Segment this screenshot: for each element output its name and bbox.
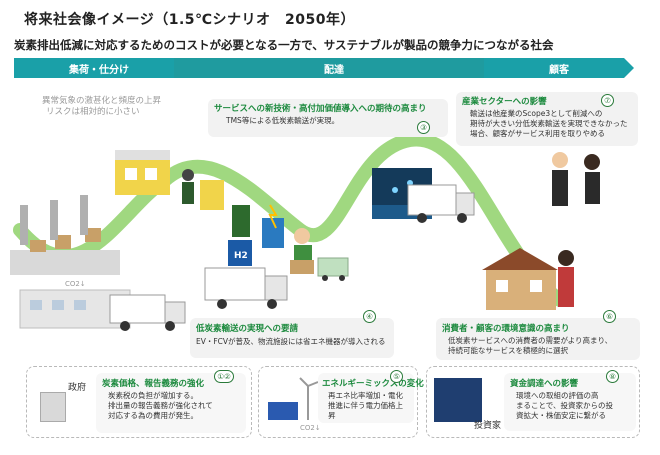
item-12-number: ①② [214, 370, 234, 383]
hydrogen-station-icon [228, 205, 252, 266]
warehouse-icon [115, 150, 170, 195]
government-building-icon [40, 392, 66, 422]
phase-bar: 集荷・仕分け 配達 顧客 [14, 58, 634, 78]
item-4-number: ④ [363, 310, 376, 323]
ev-truck-icon [204, 267, 288, 309]
charging-station-icon [262, 204, 284, 248]
small-van-icon [317, 257, 349, 281]
business-people-icon [552, 152, 600, 206]
item-6-box: 消費者・顧客の環境意識の高まり 低炭素サービスへの消費者の需要がより高まり、 持… [436, 310, 640, 360]
h2-label: H2 [234, 251, 248, 261]
renewable-energy-icon [268, 377, 319, 420]
phase-collection: 集荷・仕分け [14, 58, 184, 78]
item-3-box: サービスへの新技術・高付加価値導入への期待の高まり TMS等による低炭素輸送が実… [208, 99, 448, 137]
delivery-truck-icon [109, 294, 186, 331]
customer-person-icon [558, 250, 574, 307]
government-label: 政府 [68, 383, 87, 393]
item-8-frame [426, 366, 640, 438]
risk-note: 異常気象の激甚化と頻度の上昇 リスクは相対的に小さい [42, 96, 162, 118]
delivery-person-icon [290, 228, 314, 274]
flow-curve [13, 132, 567, 307]
worker-with-cart-icon [182, 169, 224, 210]
item-3-number: ③ [417, 121, 430, 134]
delivery-truck-icon-2 [407, 184, 475, 223]
house-icon [482, 248, 558, 310]
investor-building-icon [434, 378, 482, 422]
item-8-number: ⑧ [606, 370, 619, 383]
item-12-box: 炭素価格、報告義務の強化 炭素税の負担が増加する。 排出量の報告義務が強化されて… [96, 373, 246, 433]
item-5-number: ⑤ [390, 370, 403, 383]
co2-label-energy: CO2↓ [300, 424, 321, 432]
item-4-box: 低炭素輸送の実現への要請 EV・FCVが普及、物流施設には省エネ機器が導入される… [190, 310, 394, 358]
item-12-frame [26, 366, 252, 438]
phase-customer: 顧客 [484, 58, 634, 78]
investor-label: 投資家 [474, 421, 502, 431]
phase-delivery: 配達 [174, 58, 494, 78]
page-subtitle: 炭素排出低減に対応するためのコストが必要となる一方で、サステナブルが製品の競争力… [14, 38, 554, 52]
co2-label-factory: CO2↓ [65, 280, 86, 288]
item-6-number: ⑥ [603, 310, 616, 323]
item-7-number: ⑦ [601, 94, 614, 107]
item-5-frame [258, 366, 418, 438]
item-5-box: エネルギーミックスの変化 再エネ比率増加・電化 推進に伴う電力価格上昇 [318, 373, 424, 423]
item-7-box: 産業セクターへの影響 輸送は他産業のScope3として削減への 期待が大きい分低… [456, 92, 638, 146]
page-title: 将来社会像イメージ（1.5℃シナリオ 2050年） [24, 12, 355, 28]
